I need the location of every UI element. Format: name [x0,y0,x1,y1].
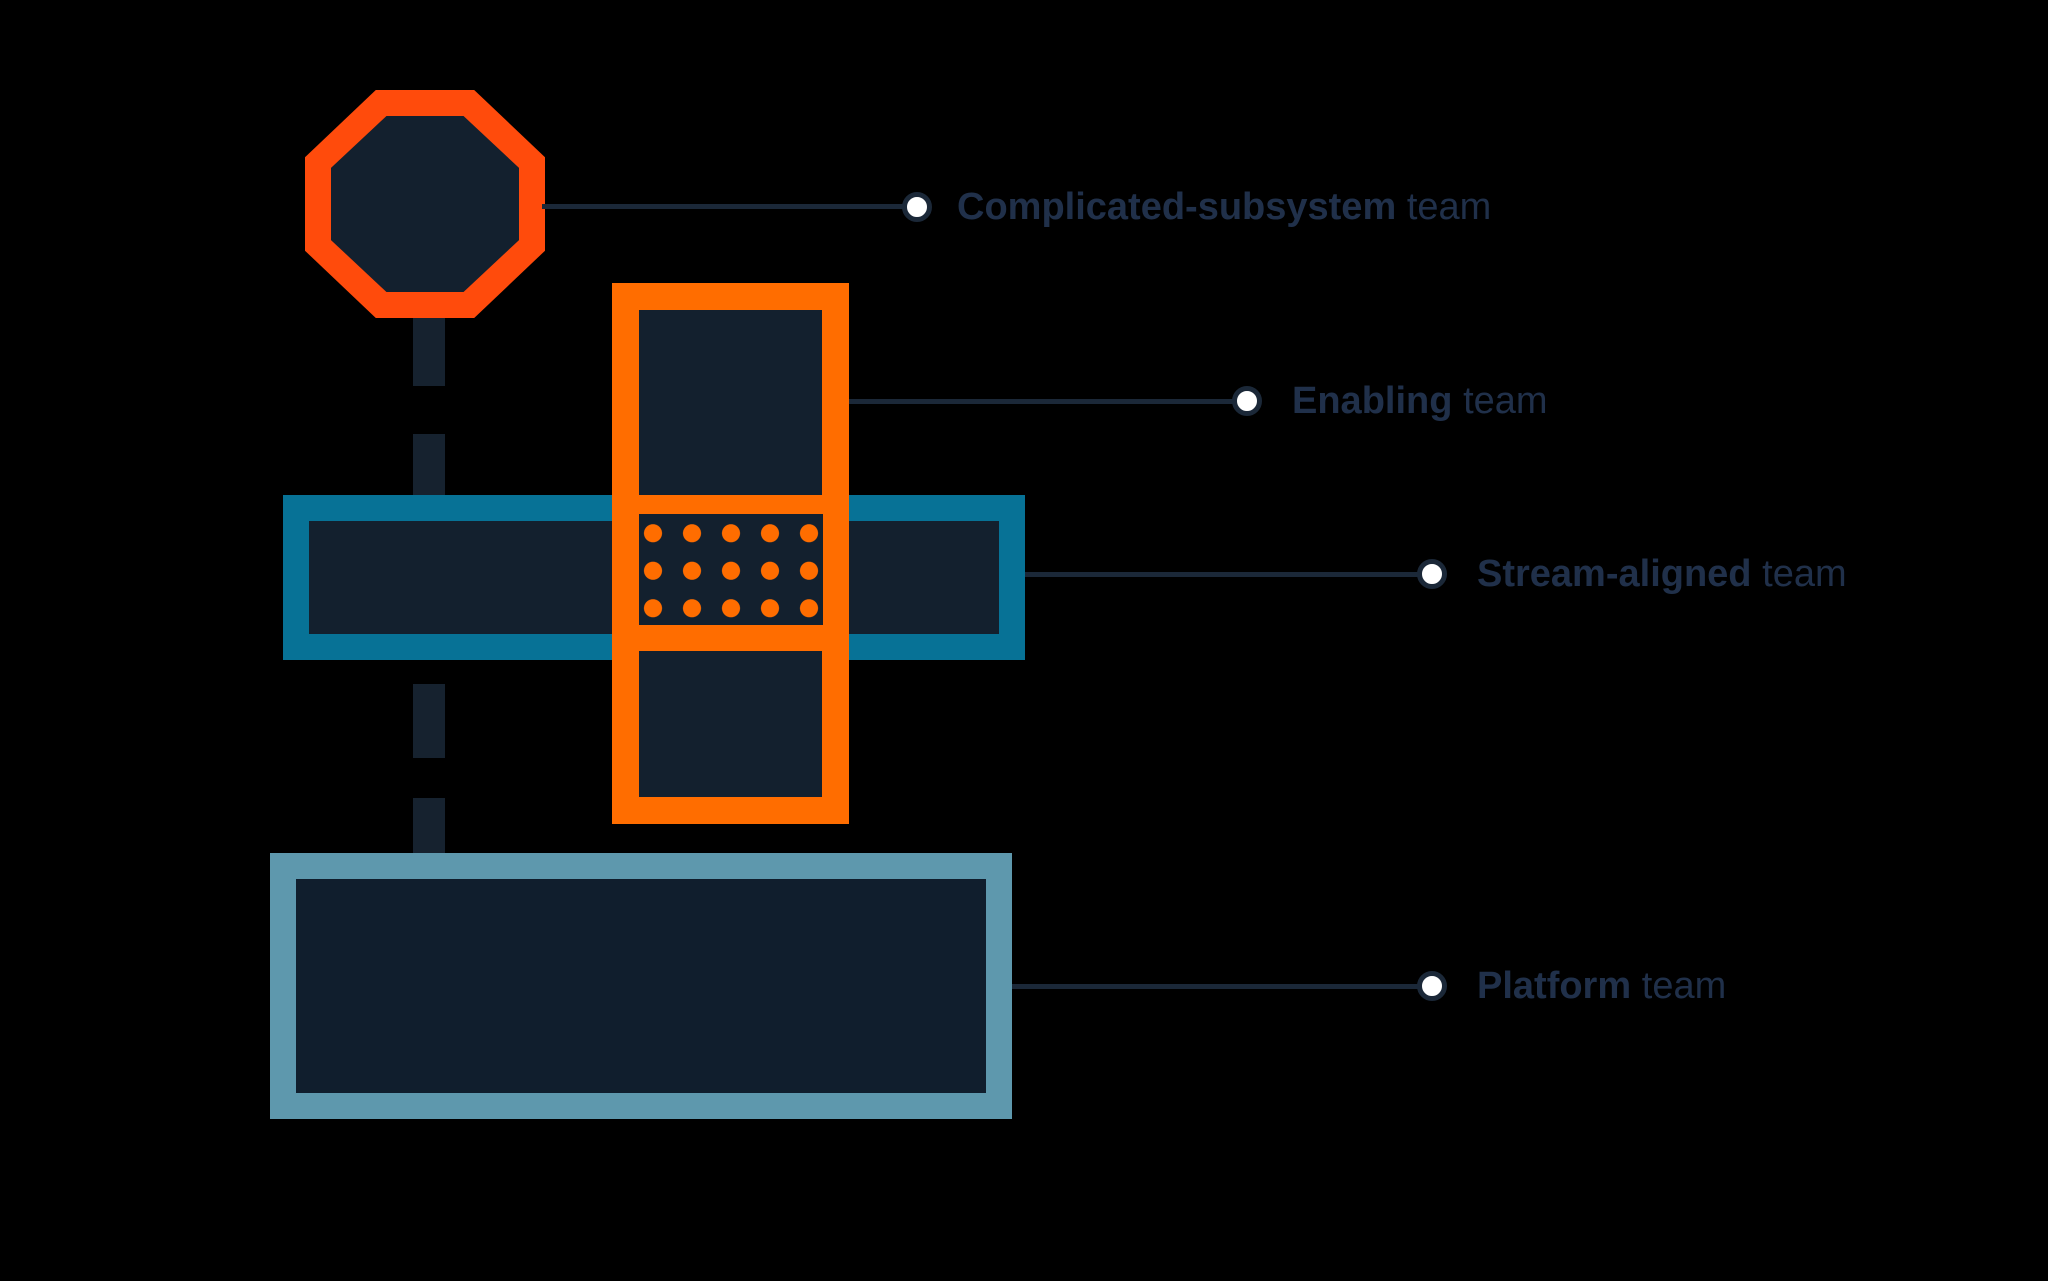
collaboration-overlap [612,495,849,651]
team-name: Stream-aligned [1477,552,1752,595]
callout-bullet-icon [902,192,932,222]
callout-line-platform [1012,984,1418,989]
team-label-complicated-subsystem: Complicated-subsystem team [957,180,1491,234]
dashed-connector-segment [413,314,445,386]
team-name: Platform [1477,964,1632,1007]
dashed-connector-segment [413,798,445,855]
callout-line-complicated-subsystem [542,204,903,209]
callout-line-enabling [849,399,1233,404]
team-label-stream-aligned: Stream-aligned team [1477,547,1847,601]
team-label-platform: Platform team [1477,959,1726,1013]
team-suffix: team [1762,552,1847,595]
team-suffix: team [1463,379,1548,422]
callout-bullet-icon [1232,386,1262,416]
team-suffix: team [1641,964,1727,1007]
team-label-enabling: Enabling team [1292,374,1548,428]
callout-bullet-icon [1417,559,1447,589]
complicated-subsystem-shape [305,90,545,318]
callout-line-stream-aligned [1025,572,1418,577]
team-name: Enabling [1292,379,1453,422]
team-name: Complicated-subsystem [957,185,1397,228]
dashed-connector-segment [413,684,445,758]
dashed-connector-segment [413,434,445,496]
team-suffix: team [1406,185,1492,228]
callout-bullet-icon [1417,971,1447,1001]
octagon-fill [331,116,519,292]
collaboration-dots-icon [639,514,823,625]
platform-shape [270,853,1012,1119]
